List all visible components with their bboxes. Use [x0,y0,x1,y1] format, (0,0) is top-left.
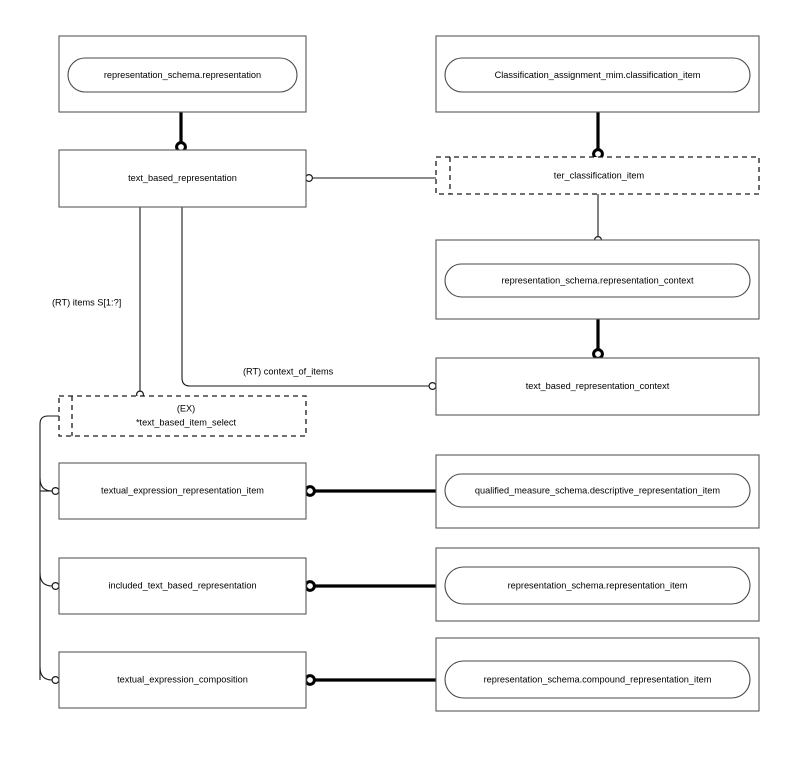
entity-included-text-based-representation[interactable]: included_text_based_representation [58,557,307,615]
entity-label: text_based_representation [128,173,237,183]
entity-textual-expression-representation-item[interactable]: textual_expression_representation_item [58,462,307,520]
connector-select-tree [39,415,60,684]
entity-label: qualified_measure_schema.descriptive_rep… [475,485,720,495]
entity-text-based-representation[interactable]: text_based_representation [58,149,307,208]
entity-representation-schema-representation-item[interactable]: representation_schema.representation_ite… [435,547,760,622]
entity-text-based-representation-context[interactable]: text_based_representation_context [435,357,760,416]
entity-label: ter_classification_item [554,170,645,180]
relationship-label-items: (RT) items S[1:?] [52,297,121,307]
entity-label: Classification_assignment_mim.classifica… [495,70,701,80]
connector-included-text-based-representation-supertype [304,580,436,592]
connector-text-based-representation-to-ter-classification-item [305,174,436,183]
connector-representation-to-text-based-representation [175,112,187,153]
connector-textual-expression-composition-supertype [304,674,436,686]
entity-label: representation_schema.representation_con… [501,275,693,285]
connector-context-of-items-relationship [181,207,437,391]
connector-classification-item-to-ter-classification-item [592,112,604,160]
entity-label: textual_expression_composition [117,674,248,684]
entity-textual-expression-composition[interactable]: textual_expression_composition [58,651,307,709]
connector-representation-context-to-text-based-context [592,319,604,360]
entity-text-based-item-select[interactable]: (EX) *text_based_item_select [58,395,307,437]
select-kind-label: (EX) [177,403,195,413]
relationship-label-context-of-items: (RT) context_of_items [243,366,334,376]
connector-ter-classification-item-to-representation-context [593,194,602,245]
entity-label: representation_schema.representation [104,70,261,80]
entity-label: representation_schema.representation_ite… [508,580,688,590]
entity-classification-assignment-mim-classification-item[interactable]: Classification_assignment_mim.classifica… [435,35,760,113]
entity-qualified-measure-schema-descriptive-representation-item[interactable]: qualified_measure_schema.descriptive_rep… [435,454,760,529]
connector-items-relationship [136,207,145,399]
connector-textual-expression-representation-item-supertype [304,485,436,497]
entity-ter-classification-item[interactable]: ter_classification_item [435,156,760,195]
entity-label: included_text_based_representation [108,580,256,590]
entity-label: *text_based_item_select [136,417,237,427]
entity-representation-schema-representation[interactable]: representation_schema.representation [58,35,307,113]
entity-representation-schema-compound-representation-item[interactable]: representation_schema.compound_represent… [435,637,760,712]
entity-label: textual_expression_representation_item [101,485,264,495]
entity-label: text_based_representation_context [526,381,670,391]
entity-label: representation_schema.compound_represent… [484,674,712,684]
entity-representation-schema-representation-context[interactable]: representation_schema.representation_con… [435,239,760,320]
